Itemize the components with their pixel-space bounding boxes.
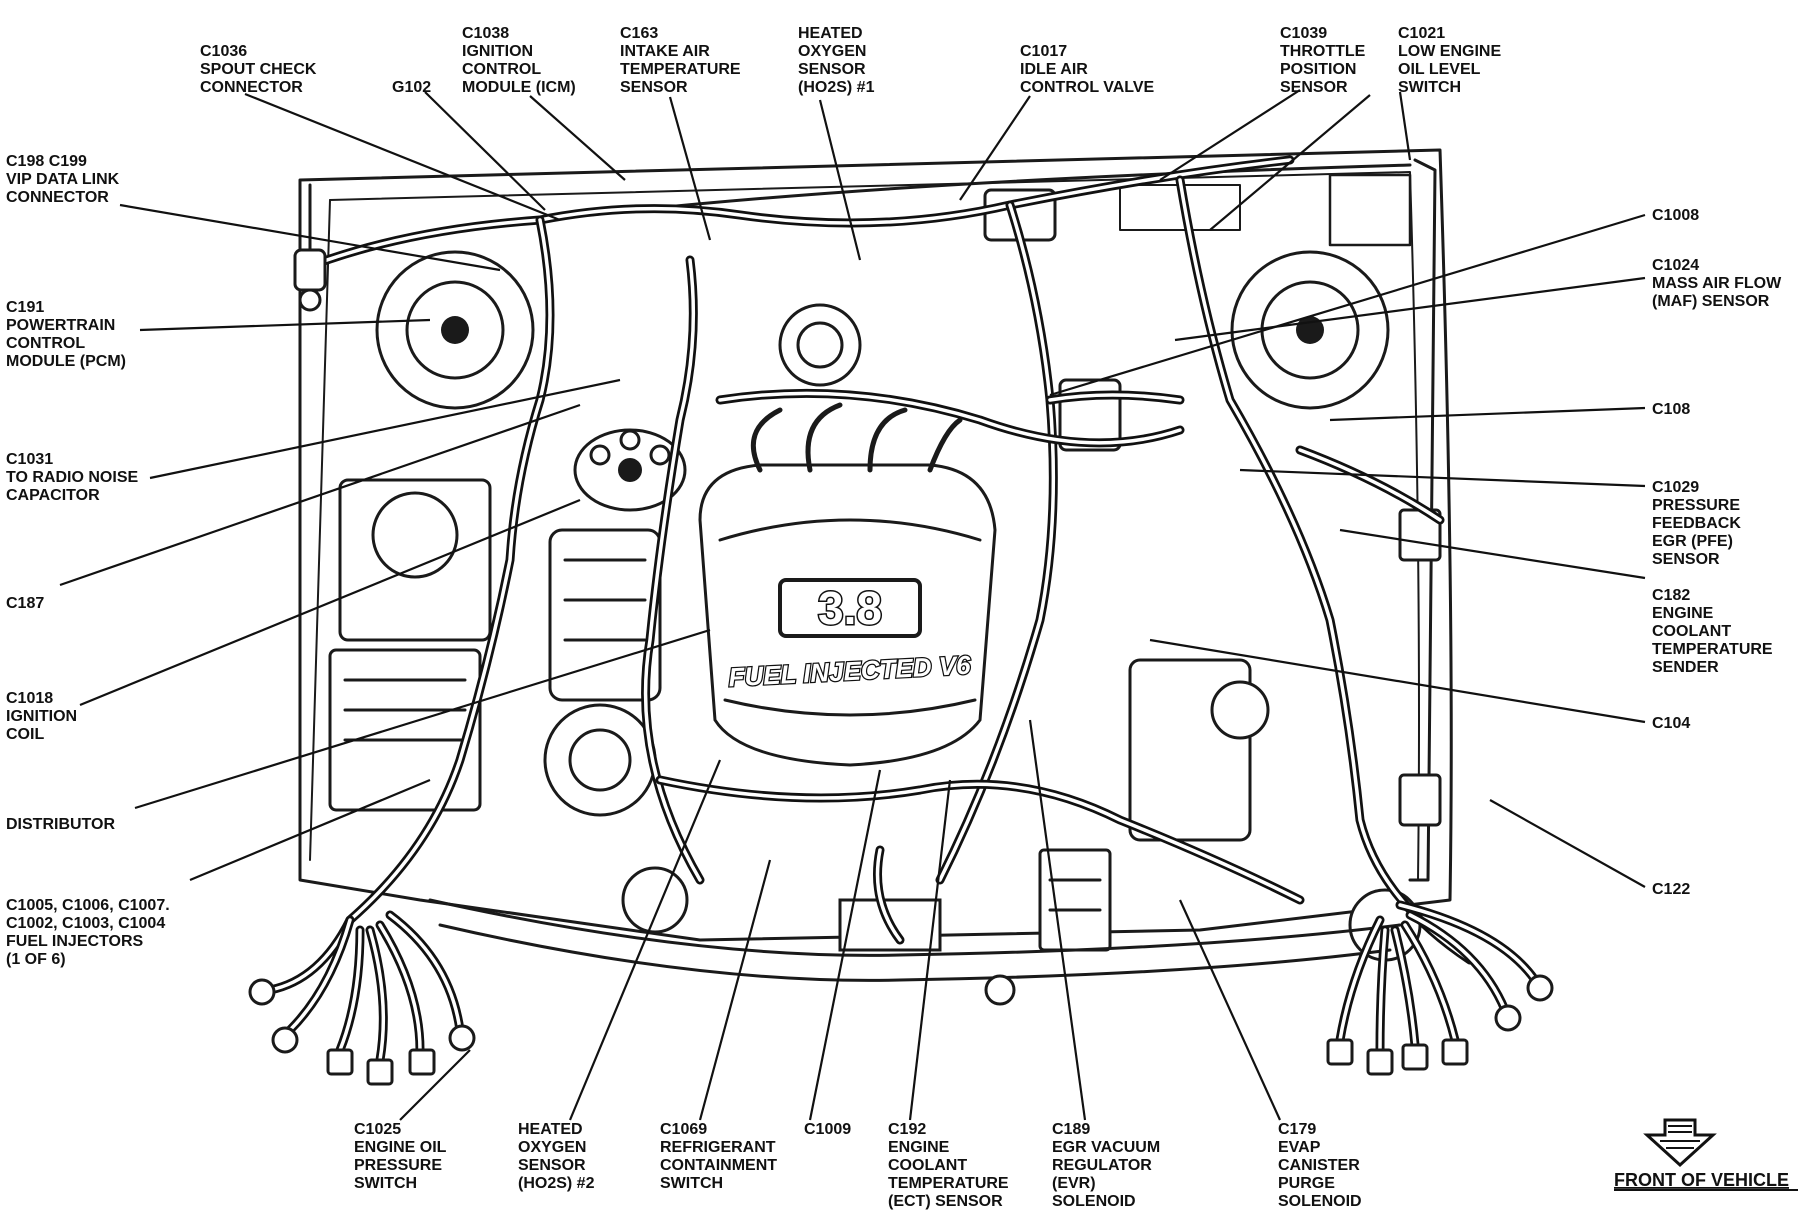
engine-compartment-drawing: 3.8 FUEL INJECTED V6 <box>248 148 1554 1086</box>
vip-connector-drawing <box>293 183 327 312</box>
callout-c1017: C1017 IDLE AIR CONTROL VALVE <box>1020 43 1155 96</box>
callout-ho2s2: HEATED OXYGEN SENSOR (HO2S) #2 <box>518 1121 595 1192</box>
callout-c104: C104 <box>1652 715 1690 732</box>
injector-pigtails-right <box>1326 900 1554 1076</box>
callout-c1009: C1009 <box>804 1121 851 1138</box>
callout-c198-c199: C198 C199 VIP DATA LINK CONNECTOR <box>6 153 124 206</box>
front-of-vehicle-indicator: FRONT OF VEHICLE <box>1614 1118 1798 1191</box>
left-strut-tower <box>375 250 535 410</box>
wiring-harness <box>295 155 1475 965</box>
egr-parts <box>1038 508 1442 962</box>
leader-lines <box>59 89 1646 1121</box>
callout-c1069: C1069 REFRIGERANT CONTAINMENT SWITCH <box>660 1121 781 1192</box>
front-arrow-icon <box>1643 1118 1717 1168</box>
callout-c122: C122 <box>1652 881 1690 898</box>
callout-c1038: C1038 IGNITION CONTROL MODULE (ICM) <box>462 25 576 96</box>
callout-c1029: C1029 PRESSURE FEEDBACK EGR (PFE) SENSOR <box>1652 479 1745 568</box>
callout-c187: C187 <box>6 595 44 612</box>
callout-c1024: C1024 MASS AIR FLOW (MAF) SENSOR <box>1652 257 1786 310</box>
alternator-drawing <box>543 528 689 934</box>
displacement-badge: 3.8 <box>818 582 882 634</box>
callout-c1031: C1031 TO RADIO NOISE CAPACITOR <box>6 451 143 504</box>
callout-c1036: C1036 SPOUT CHECK CONNECTOR <box>200 43 321 96</box>
callout-labels: C1036 SPOUT CHECK CONNECTOR G102 C1038 I… <box>6 25 1786 1210</box>
battery-box <box>328 478 492 812</box>
engine-badge: 3.8 <box>778 578 922 638</box>
intake-plenum: 3.8 FUEL INJECTED V6 <box>698 402 997 767</box>
callout-c1021: C1021 LOW ENGINE OIL LEVEL SWITCH <box>1398 25 1506 96</box>
callout-fuel-injectors: C1005, C1006, C1007. C1002, C1003, C1004… <box>6 897 174 968</box>
callout-g102: G102 <box>392 79 431 96</box>
callout-c182: C182 ENGINE COOLANT TEMPERATURE SENDER <box>1652 587 1777 676</box>
callout-distributor: DISTRIBUTOR <box>6 816 115 833</box>
callout-c1008: C1008 <box>1652 207 1699 224</box>
injector-pigtails-left <box>248 910 476 1086</box>
callout-c108: C108 <box>1652 401 1690 418</box>
callout-c163: C163 INTAKE AIR TEMPERATURE SENSOR <box>620 25 745 96</box>
front-of-vehicle-label: FRONT OF VEHICLE <box>1614 1170 1789 1190</box>
callout-c1025: C1025 ENGINE OIL PRESSURE SWITCH <box>354 1121 451 1192</box>
callout-c191: C191 POWERTRAIN CONTROL MODULE (PCM) <box>6 299 126 370</box>
callout-ho2s1: HEATED OXYGEN SENSOR (HO2S) #1 <box>798 25 875 96</box>
callout-c179: C179 EVAP CANISTER PURGE SOLENOID <box>1278 1121 1364 1210</box>
callout-c1039: C1039 THROTTLE POSITION SENSOR <box>1280 25 1370 96</box>
callout-c189: C189 EGR VACUUM REGULATOR (EVR) SOLENOID <box>1052 1121 1165 1210</box>
callout-c1018: C1018 IGNITION COIL <box>6 690 82 743</box>
callout-c192: C192 ENGINE COOLANT TEMPERATURE (ECT) SE… <box>888 1121 1013 1210</box>
distributor-drawing <box>573 428 687 512</box>
